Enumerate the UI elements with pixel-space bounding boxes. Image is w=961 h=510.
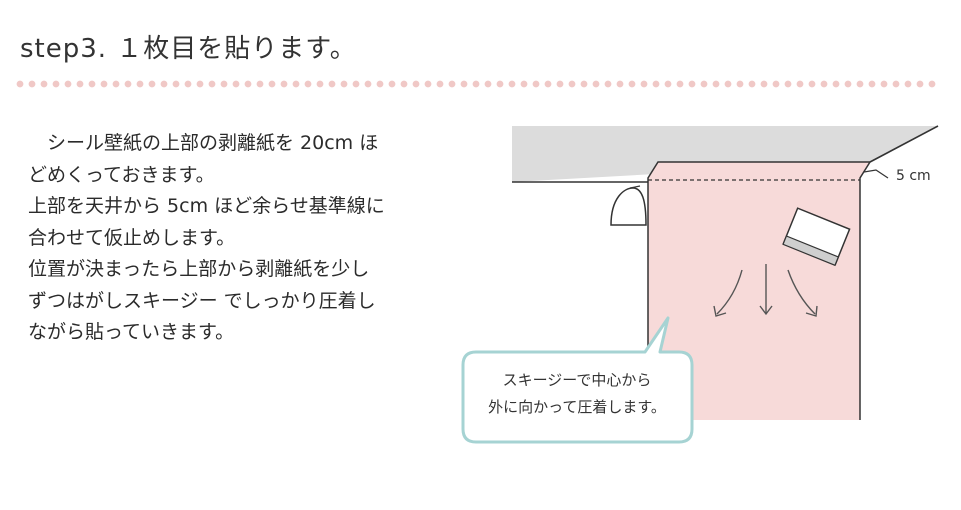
squeegee-icon xyxy=(782,207,851,267)
ceiling xyxy=(512,126,938,182)
instruction-line: 位置が決まったら上部から剥離紙を少し xyxy=(28,258,370,280)
instruction-line: 合わせて仮止めします。 xyxy=(28,226,236,249)
margin-label: 5 cm xyxy=(896,168,931,184)
speech-bubble xyxy=(461,316,694,444)
margin-leader xyxy=(863,169,889,179)
page-title: step3. １枚目を貼ります。 xyxy=(20,34,357,64)
instruction-line: ながら貼っていきます。 xyxy=(28,321,235,343)
pressing-arrows xyxy=(713,264,818,317)
instruction-text: シール壁紙の上部の剥離紙を 20cm ほ どめくっておきます。 上部を天井から … xyxy=(28,128,385,349)
bubble-line: スキージーで中心から xyxy=(502,371,652,389)
wallpaper-illustration xyxy=(440,110,961,450)
light-fixture xyxy=(610,187,647,226)
instruction-line: どめくっておきます。 xyxy=(28,163,215,186)
bubble-line: 外に向かって圧着します。 xyxy=(488,398,666,416)
instruction-line: ずつはがしスキージー でしっかり圧着し xyxy=(28,289,376,312)
bubble-text: スキージーで中心から 外に向かって圧着します。 xyxy=(464,367,690,421)
instruction-line: シール壁紙の上部の剥離紙を 20cm ほ xyxy=(28,132,379,154)
dotted-divider xyxy=(14,79,938,89)
instruction-line: 上部を天井から 5cm ほど余らせ基準線に xyxy=(28,195,385,217)
